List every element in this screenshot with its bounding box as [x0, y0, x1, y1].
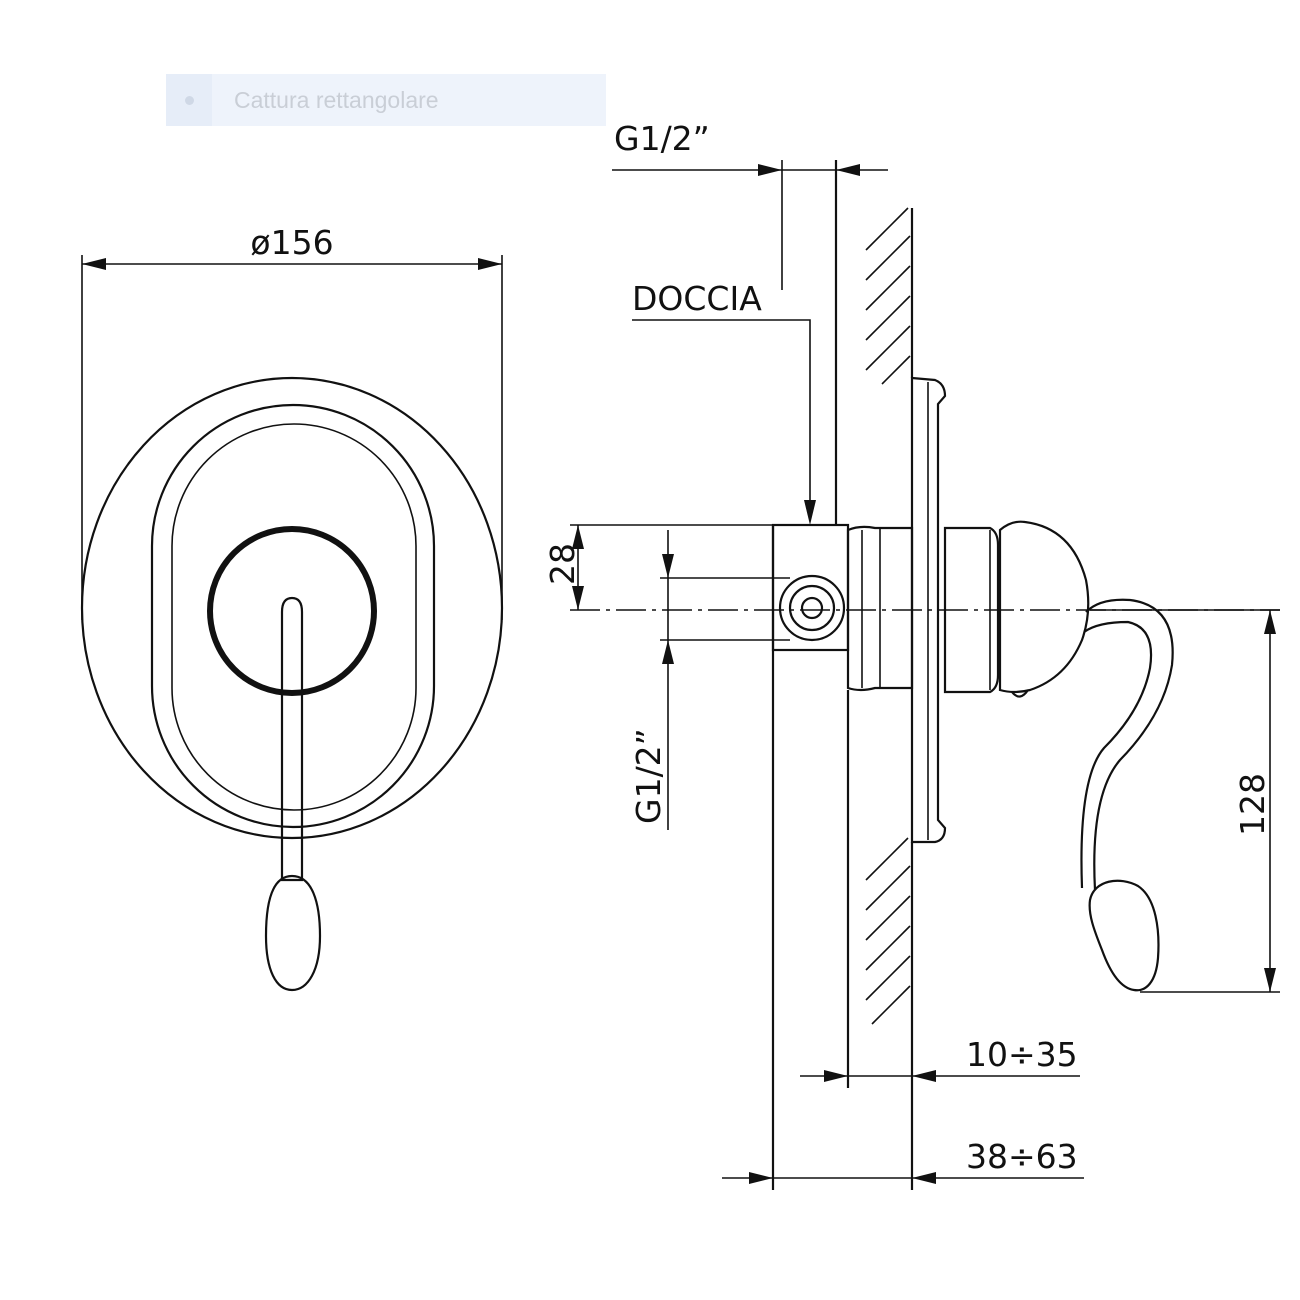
depth-range-dimension: 38÷63 [722, 1137, 1084, 1184]
side-lever [1085, 598, 1174, 891]
capture-toolbar[interactable]: Cattura rettangolare [166, 74, 606, 126]
side-view: G1/2” DOCCIA [543, 119, 1280, 1190]
wall-range-label: 10÷35 [966, 1035, 1078, 1074]
handle-collar [943, 526, 1000, 694]
outlet-port-outer [778, 574, 846, 642]
handle-drop-label: 128 [1233, 773, 1272, 836]
offset-dimension: 28 [543, 524, 773, 610]
diameter-dimension: ø156 [81, 223, 503, 620]
front-view: ø156 [80, 223, 504, 992]
cover-plate [80, 376, 504, 840]
front-lever-grip [264, 874, 322, 992]
outlet-port-inner [800, 596, 824, 620]
capture-label: Cattura rettangolare [234, 86, 439, 113]
doccia-label: DOCCIA [632, 279, 762, 318]
handle-drop-dimension: 128 [1090, 609, 1280, 993]
wall-range-dimension: 10÷35 [800, 1035, 1080, 1082]
wall-hatch-upper [865, 207, 914, 385]
wall-hatch-lower [865, 837, 914, 1025]
inlet-side-label: G1/2” [629, 728, 668, 824]
cartridge-ring [207, 526, 377, 696]
plate-outer-oval [150, 403, 436, 829]
depth-range-label: 38÷63 [966, 1137, 1078, 1176]
outlet-port-mid [788, 584, 836, 632]
capture-dot-icon [184, 95, 194, 105]
side-lever-grip [1088, 879, 1160, 992]
inlet-top-dimension: G1/2” [612, 119, 888, 290]
inlet-side-dimension: G1/2” [629, 530, 790, 830]
doccia-leader: DOCCIA [632, 279, 816, 525]
diameter-label: ø156 [250, 223, 333, 262]
inlet-top-label: G1/2” [614, 119, 710, 158]
plate-profile [910, 376, 947, 844]
handle-dome [998, 520, 1090, 694]
capture-icon[interactable] [166, 74, 212, 126]
front-lever [280, 596, 304, 882]
plate-inner-oval [171, 423, 417, 811]
offset-label: 28 [543, 543, 582, 585]
